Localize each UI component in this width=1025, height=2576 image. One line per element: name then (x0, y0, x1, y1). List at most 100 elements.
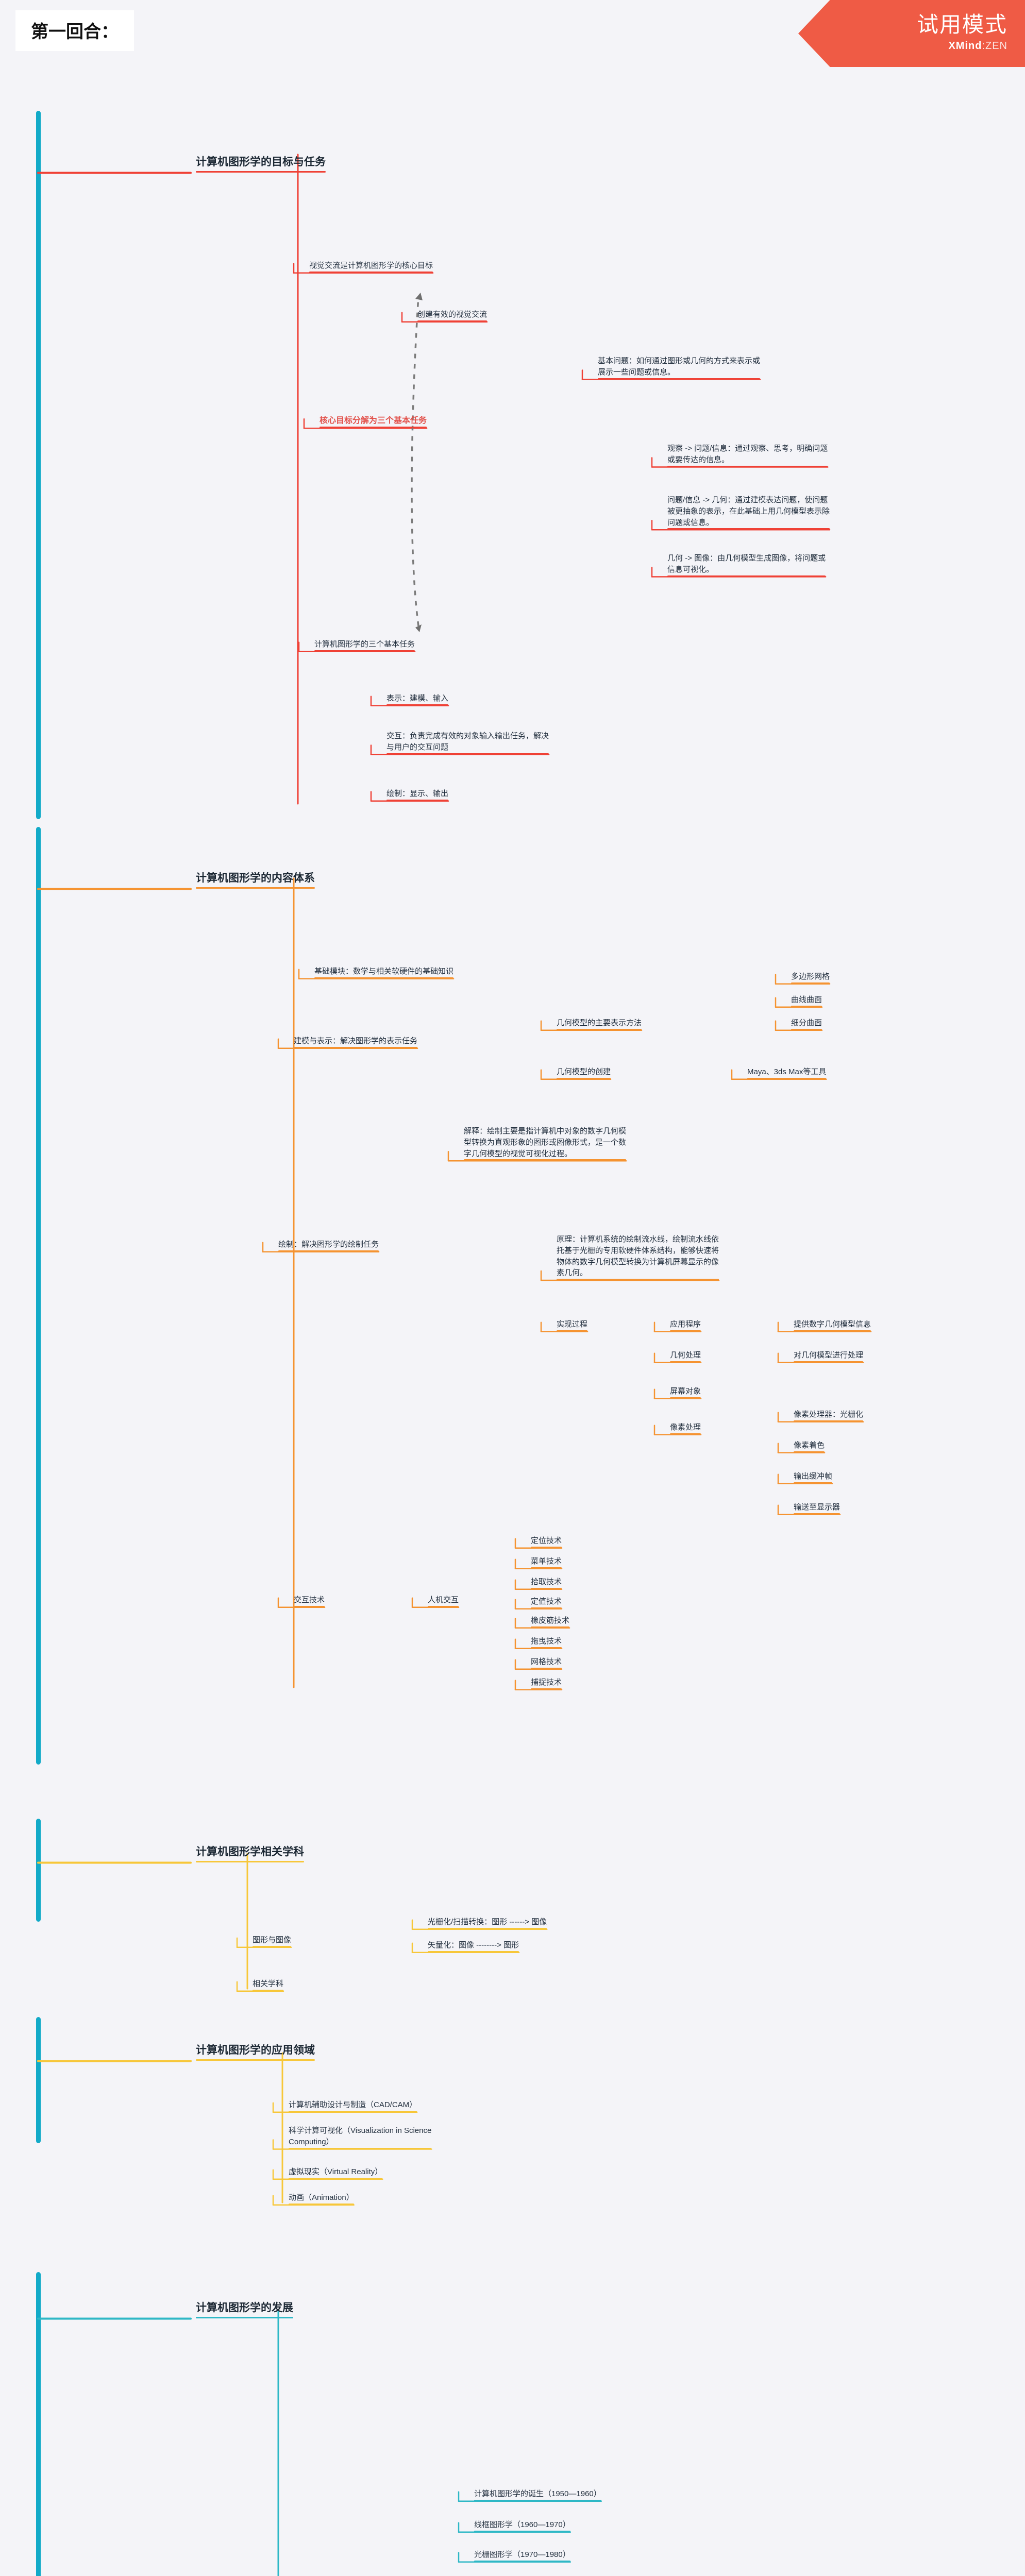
topic-c27[interactable]: 拾取技术 (531, 1577, 562, 1589)
topic-d3[interactable]: 线框图形学（1960—1970） (474, 2519, 570, 2532)
topic-underline (531, 1667, 562, 1669)
topic-c15[interactable]: 几何处理 (670, 1350, 701, 1363)
topic-c1[interactable]: 基础模块：数学与相关软硬件的基础知识 (314, 966, 454, 979)
topic-related-title[interactable]: 计算机图形学相关学科 (196, 1844, 304, 1863)
topic-r2[interactable]: 光栅化/扫描转换：图形 ------> 图像 (428, 1917, 547, 1929)
topic-c9[interactable]: 绘制：解决图形学的绘制任务 (278, 1239, 379, 1252)
topic-apps-title[interactable]: 计算机图形学的应用领域 (196, 2043, 315, 2061)
root-topic[interactable]: 第一回合： (15, 10, 134, 51)
topic-c32[interactable]: 捕捉技术 (531, 1677, 562, 1690)
topic-label: 视觉交流是计算机图形学的核心目标 (309, 261, 433, 270)
spine-content (36, 827, 41, 1765)
topic-label: 输出缓冲帧 (794, 1472, 833, 1481)
topic-c17[interactable]: 屏幕对象 (670, 1386, 701, 1399)
topic-underline (794, 1482, 833, 1484)
topic-c8[interactable]: Maya、3ds Max等工具 (747, 1066, 827, 1079)
topic-underline (428, 1605, 459, 1607)
topic-underline (557, 1077, 611, 1079)
topic-underline (289, 2110, 417, 2112)
trial-mode-title: 试用模式 (916, 12, 1007, 37)
topic-c31[interactable]: 网格技术 (531, 1656, 562, 1669)
topic-underline (387, 704, 449, 706)
topic-c28[interactable]: 定值技术 (531, 1596, 562, 1609)
topic-goals-title[interactable]: 计算机图形学的目标与任务 (196, 155, 326, 173)
topic-label: 拾取技术 (531, 1578, 562, 1586)
topic-c4[interactable]: 多边形网格 (791, 971, 830, 984)
topic-label: 基础模块：数学与相关软硬件的基础知识 (314, 967, 454, 976)
topic-c6[interactable]: 细分曲面 (791, 1018, 822, 1030)
topic-c22[interactable]: 输送至显示器 (794, 1502, 841, 1515)
topic-label: 像素着色 (794, 1441, 825, 1450)
topic-g4[interactable]: 核心目标分解为三个基本任务 (320, 415, 427, 429)
topic-g11[interactable]: 绘制：显示、输出 (387, 788, 449, 801)
topic-c20[interactable]: 像素着色 (794, 1440, 825, 1453)
topic-a2[interactable]: 科学计算可视化（Visualization in Science Computi… (289, 2125, 432, 2149)
topic-underline (747, 1077, 827, 1079)
topic-label: 曲线曲面 (791, 995, 822, 1004)
topic-c11[interactable]: 原理：计算机系统的绘制流水线，绘制流水线依 托基于光栅的专用软硬件体系结构，能够… (557, 1234, 719, 1280)
topic-c13[interactable]: 应用程序 (670, 1319, 701, 1332)
topic-underline (196, 2059, 315, 2061)
topic-c2[interactable]: 建模与表示：解决图形学的表示任务 (294, 1036, 418, 1048)
topic-label: 几何处理 (670, 1351, 701, 1360)
topic-c29[interactable]: 橡皮筋技术 (531, 1615, 570, 1628)
topic-g6[interactable]: 问题/信息 -> 几何：通过建模表达问题，使问题 被更抽象的表示，在此基础上用几… (667, 495, 830, 530)
topic-c19[interactable]: 像素处理器：光栅化 (794, 1409, 864, 1422)
topic-a3[interactable]: 虚拟现实（Virtual Reality） (289, 2166, 383, 2179)
topic-underline (289, 2203, 354, 2205)
topic-label: 计算机图形学的诞生（1950—1960） (474, 2489, 601, 2498)
topic-c5[interactable]: 曲线曲面 (791, 994, 822, 1007)
topic-underline (794, 1451, 825, 1453)
topic-g9[interactable]: 表示：建模、输入 (387, 693, 449, 706)
topic-label: 人机交互 (428, 1596, 459, 1604)
topic-c21[interactable]: 输出缓冲帧 (794, 1471, 833, 1484)
topic-g5[interactable]: 观察 -> 问题/信息：通过观察、思考，明确问题 或要传达的信息。 (667, 443, 828, 467)
topic-label: 橡皮筋技术 (531, 1616, 570, 1625)
topic-label: 光栅化/扫描转换：图形 ------> 图像 (428, 1918, 547, 1926)
topic-underline (670, 1330, 701, 1332)
topic-c30[interactable]: 拖曳技术 (531, 1636, 562, 1649)
topic-underline (557, 1330, 588, 1332)
topic-underline (557, 1028, 642, 1030)
topic-d2[interactable]: 计算机图形学的诞生（1950—1960） (474, 2488, 601, 2501)
topic-c12[interactable]: 实现过程 (557, 1319, 588, 1332)
topic-r3[interactable]: 矢量化：图像 --------> 图形 (428, 1940, 519, 1953)
topic-g1[interactable]: 视觉交流是计算机图形学的核心目标 (309, 260, 433, 273)
topic-label: 对几何模型进行处理 (794, 1351, 864, 1360)
topic-c16[interactable]: 对几何模型进行处理 (794, 1350, 864, 1363)
topic-c24[interactable]: 人机交互 (428, 1595, 459, 1607)
topic-c26[interactable]: 菜单技术 (531, 1556, 562, 1569)
topic-label: 几何模型的创建 (557, 1067, 611, 1076)
topic-c25[interactable]: 定位技术 (531, 1535, 562, 1548)
topic-underline (794, 1513, 841, 1515)
topic-underline (531, 1626, 570, 1628)
topic-underline (428, 1951, 519, 1953)
topic-underline (417, 320, 488, 322)
topic-c14[interactable]: 提供数字几何模型信息 (794, 1319, 871, 1332)
topic-label: 几何模型的主要表示方法 (557, 1019, 642, 1027)
topic-label: 核心目标分解为三个基本任务 (320, 416, 427, 425)
topic-underline (598, 378, 761, 380)
topic-underline (794, 1420, 864, 1422)
topic-c18[interactable]: 像素处理 (670, 1422, 701, 1435)
topic-g2[interactable]: 创建有效的视觉交流 (417, 309, 488, 322)
topic-underline (289, 2147, 432, 2149)
topic-dev-title[interactable]: 计算机图形学的发展 (196, 2300, 293, 2319)
spine-related (36, 1819, 41, 1922)
topic-r1[interactable]: 图形与图像 (253, 1935, 292, 1947)
topic-content-title[interactable]: 计算机图形学的内容体系 (196, 871, 315, 889)
topic-r4[interactable]: 相关学科 (253, 1978, 284, 1991)
topic-d4[interactable]: 光栅图形学（1970—1980） (474, 2549, 570, 2562)
topic-g10[interactable]: 交互：负责完成有效的对象输入输出任务，解决 与用户的交互问题 (387, 731, 549, 755)
topic-underline (670, 1433, 701, 1435)
topic-a4[interactable]: 动画（Animation） (289, 2192, 354, 2205)
topic-a1[interactable]: 计算机辅助设计与制造（CAD/CAM） (289, 2099, 417, 2112)
topic-g8[interactable]: 计算机图形学的三个基本任务 (314, 639, 415, 652)
topic-underline (531, 1647, 562, 1649)
topic-c10[interactable]: 解释：绘制主要是指计算机中对象的数字几何模 型转换为直观形象的图形或图像形式，是… (464, 1126, 627, 1161)
topic-g7[interactable]: 几何 -> 图像：由几何模型生成图像，将问题或 信息可视化。 (667, 553, 826, 577)
topic-c3[interactable]: 几何模型的主要表示方法 (557, 1018, 642, 1030)
topic-c7[interactable]: 几何模型的创建 (557, 1066, 611, 1079)
topic-c23[interactable]: 交互技术 (294, 1595, 325, 1607)
topic-g3[interactable]: 基本问题：如何通过图形或几何的方式来表示或 展示一些问题或信息。 (598, 355, 761, 380)
